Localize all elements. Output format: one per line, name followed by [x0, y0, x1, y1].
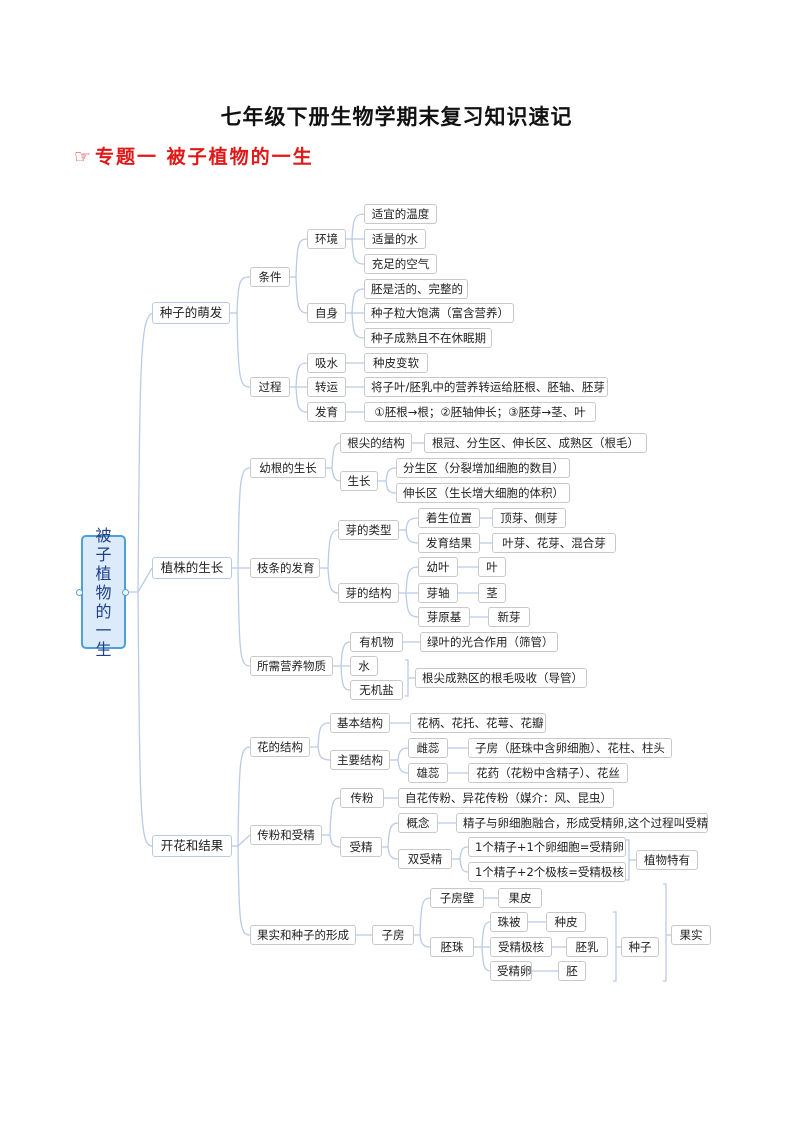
node-root-tip[interactable]: 根尖的结构	[340, 433, 412, 453]
node-double-fert-egg[interactable]: 1个精子+1个卵细胞=受精卵	[468, 837, 626, 857]
node-pollination[interactable]: 传粉	[340, 788, 384, 808]
node-fertilization[interactable]: 受精	[340, 837, 382, 857]
node-env-water[interactable]: 适量的水	[364, 229, 426, 249]
node-embryo[interactable]: 胚	[558, 961, 586, 981]
node-elongation[interactable]: 伸长区（生长增大细胞的体积）	[396, 483, 570, 503]
node-pollination-detail[interactable]: 自花传粉、异花传粉（媒介：风、昆虫）	[398, 788, 614, 808]
node-basic-detail[interactable]: 花柄、花托、花萼、花瓣	[410, 713, 546, 733]
node-pericarp[interactable]: 果皮	[498, 888, 542, 908]
node-organic[interactable]: 有机物	[350, 632, 403, 652]
node-inorganic[interactable]: 无机盐	[350, 680, 403, 700]
node-position[interactable]: 着生位置	[418, 508, 480, 528]
node-self-plump[interactable]: 种子粒大饱满（富含营养）	[364, 303, 514, 323]
page-title: 七年级下册生物学期末复习知识速记	[220, 104, 573, 129]
node-self-embryo[interactable]: 胚是活的、完整的	[364, 279, 468, 299]
node-organic-detail[interactable]: 绿叶的光合作用（筛管）	[420, 632, 558, 652]
node-water-salt-detail[interactable]: 根尖成熟区的根毛吸收（导管）	[415, 668, 587, 688]
node-dev-result[interactable]: 发育结果	[418, 533, 480, 553]
node-endosperm[interactable]: 胚乳	[566, 937, 608, 957]
node-nutrients[interactable]: 所需营养物质	[250, 656, 333, 676]
node-leaf[interactable]: 叶	[478, 557, 506, 577]
node-pistil-detail[interactable]: 子房（胚珠中含卵细胞）、花柱、柱头	[468, 738, 672, 758]
node-flower-fruit[interactable]: 开花和结果	[152, 835, 232, 857]
node-fruit[interactable]: 果实	[671, 925, 711, 945]
node-develop[interactable]: 发育	[307, 402, 346, 422]
node-double-fert-polar[interactable]: 1个精子+2个极核=受精极核	[468, 862, 626, 882]
node-main-structure[interactable]: 主要结构	[330, 750, 390, 770]
subtitle-text: 专题一 被子植物的一生	[95, 146, 314, 168]
node-stamen[interactable]: 雄蕊	[408, 763, 448, 783]
node-fert-polar[interactable]: 受精极核	[490, 937, 552, 957]
node-pistil[interactable]: 雌蕊	[408, 738, 448, 758]
pointing-hand-icon: ☞	[74, 146, 94, 168]
node-concept[interactable]: 概念	[398, 813, 438, 833]
node-self[interactable]: 自身	[307, 303, 346, 323]
node-env-air[interactable]: 充足的空气	[364, 254, 437, 274]
node-root-tip-detail[interactable]: 根冠、分生区、伸长区、成熟区（根毛）	[424, 433, 647, 453]
node-meristem[interactable]: 分生区（分裂增加细胞的数目）	[396, 458, 570, 478]
node-zygote[interactable]: 受精卵	[490, 961, 532, 981]
node-environment[interactable]: 环境	[307, 229, 346, 249]
node-double-fert[interactable]: 双受精	[398, 849, 452, 869]
node-bud-primordium[interactable]: 芽原基	[418, 607, 470, 627]
node-ovary[interactable]: 子房	[372, 925, 414, 945]
node-branch-dev[interactable]: 枝条的发育	[250, 558, 320, 578]
node-new-bud[interactable]: 新芽	[488, 607, 530, 627]
node-self-mature[interactable]: 种子成熟且不在休眠期	[364, 328, 492, 348]
node-stem[interactable]: 茎	[478, 583, 506, 603]
node-env-temperature[interactable]: 适宜的温度	[364, 204, 437, 224]
collapse-handle-right[interactable]	[122, 589, 129, 596]
node-seed-coat[interactable]: 种皮	[546, 912, 586, 932]
node-conditions[interactable]: 条件	[250, 267, 290, 287]
node-plant-growth[interactable]: 植株的生长	[152, 557, 232, 579]
node-transfer-detail[interactable]: 将子叶/胚乳中的营养转运给胚根、胚轴、胚芽	[364, 377, 608, 397]
node-grow[interactable]: 生长	[340, 471, 378, 491]
node-absorb[interactable]: 吸水	[307, 353, 346, 373]
node-flower-structure[interactable]: 花的结构	[250, 737, 310, 757]
node-plant-unique[interactable]: 植物特有	[636, 850, 698, 870]
node-root-growth[interactable]: 幼根的生长	[250, 458, 326, 478]
node-bud-axis[interactable]: 芽轴	[418, 583, 458, 603]
node-pollination-fert[interactable]: 传粉和受精	[250, 825, 322, 845]
node-bud-types[interactable]: 芽的类型	[338, 520, 399, 540]
node-fruit-seed[interactable]: 果实和种子的形成	[250, 925, 356, 945]
root-node[interactable]: 被子植物的一生	[81, 526, 126, 659]
collapse-handle-left[interactable]	[76, 589, 83, 596]
node-bud-structure[interactable]: 芽的结构	[338, 583, 399, 603]
node-basic-structure[interactable]: 基本结构	[330, 713, 390, 733]
node-stamen-detail[interactable]: 花药（花粉中含精子）、花丝	[468, 763, 628, 783]
node-concept-detail[interactable]: 精子与卵细胞融合，形成受精卵,这个过程叫受精	[456, 813, 708, 833]
node-ovary-wall[interactable]: 子房壁	[430, 888, 484, 908]
node-absorb-detail[interactable]: 种皮变软	[364, 353, 428, 373]
node-transfer[interactable]: 转运	[307, 377, 346, 397]
node-seed[interactable]: 种子	[621, 937, 659, 957]
node-young-leaf[interactable]: 幼叶	[418, 557, 458, 577]
node-develop-detail[interactable]: ①胚根→根；②胚轴伸长；③胚芽→茎、叶	[364, 402, 596, 422]
node-process[interactable]: 过程	[250, 377, 290, 397]
node-ovule[interactable]: 胚珠	[430, 937, 474, 957]
node-position-detail[interactable]: 顶芽、侧芽	[492, 508, 566, 528]
node-integument[interactable]: 珠被	[490, 912, 528, 932]
node-seed-germination[interactable]: 种子的萌发	[152, 302, 230, 324]
section-subtitle: ☞专题一 被子植物的一生	[74, 142, 314, 169]
node-dev-result-detail[interactable]: 叶芽、花芽、混合芽	[492, 533, 616, 553]
node-water[interactable]: 水	[350, 656, 378, 676]
